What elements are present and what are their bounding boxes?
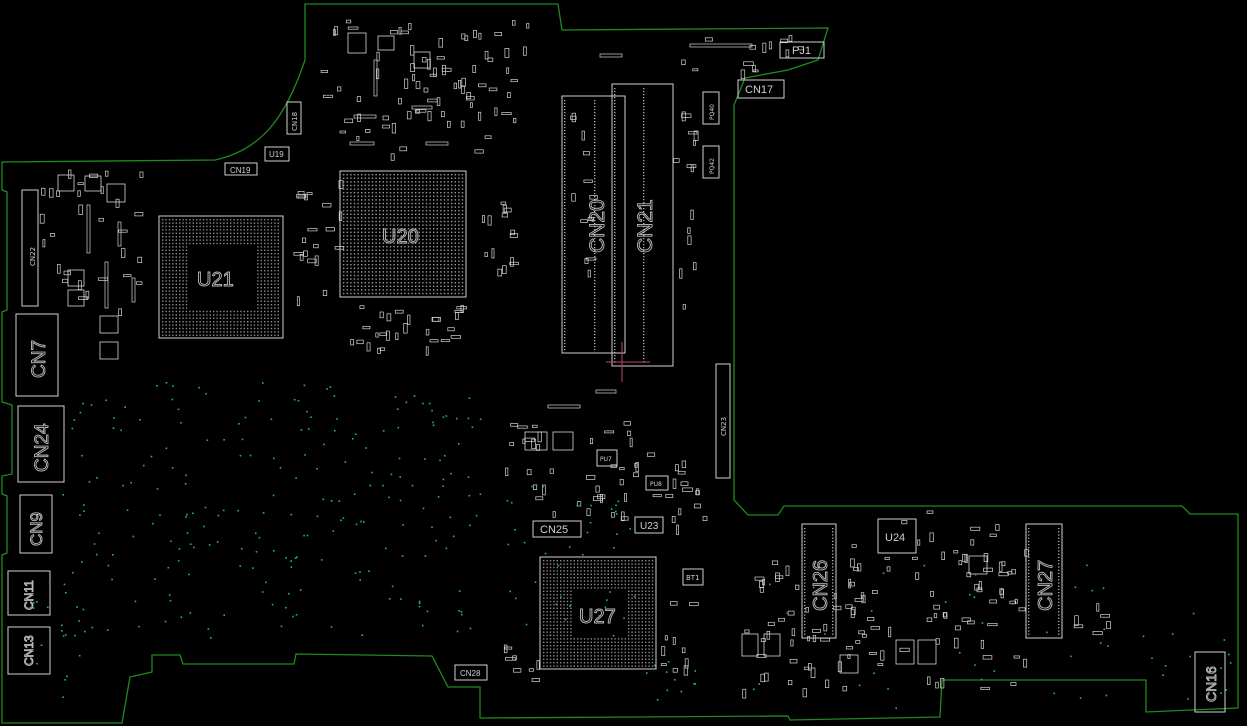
u27-bga-chip[interactable]: U27 bbox=[539, 556, 657, 670]
cn28-connector[interactable]: CN28 bbox=[454, 664, 488, 681]
pj1-label: PJ1 bbox=[792, 45, 811, 57]
cn26-connector[interactable]: CN26 bbox=[801, 523, 837, 639]
cn13-connector[interactable]: CN13 bbox=[7, 626, 51, 675]
cn11-label: CN11 bbox=[22, 580, 36, 610]
cn27-connector[interactable]: CN27 bbox=[1025, 523, 1063, 639]
cn7-connector[interactable]: CN7 bbox=[15, 313, 59, 397]
u23-chip[interactable]: U23 bbox=[634, 516, 664, 534]
bt1-label: BT1 bbox=[686, 574, 700, 582]
pu8-label: PU8 bbox=[650, 481, 662, 488]
u23-label: U23 bbox=[640, 521, 659, 532]
cn24-connector[interactable]: CN24 bbox=[17, 405, 65, 483]
bt1-battery[interactable]: BT1 bbox=[682, 568, 704, 586]
u27-label: U27 bbox=[579, 606, 616, 628]
cn23-connector[interactable]: CN23 bbox=[715, 363, 731, 479]
small-components bbox=[39, 19, 1111, 699]
u19-chip[interactable]: U19 bbox=[264, 146, 290, 162]
cn13-label: CN13 bbox=[22, 635, 36, 666]
cn16-connector[interactable]: CN16 bbox=[1194, 651, 1226, 713]
cn20-connector[interactable]: CN20 bbox=[561, 95, 626, 354]
cn19-label: CN19 bbox=[230, 166, 251, 175]
cn19-connector[interactable]: CN19 bbox=[224, 162, 258, 176]
cn26-label: CN26 bbox=[810, 560, 832, 611]
cn21-connector[interactable]: CN21 bbox=[611, 83, 674, 367]
u19-label: U19 bbox=[269, 150, 284, 159]
cn7-label: CN7 bbox=[29, 340, 50, 378]
cn23-label: CN23 bbox=[720, 417, 728, 436]
cn21-label: CN21 bbox=[634, 199, 657, 253]
cn22-connector[interactable]: CN22 bbox=[21, 189, 39, 307]
pq40-transistor[interactable]: PQ40 bbox=[702, 91, 720, 125]
cn25-connector[interactable]: CN25 bbox=[532, 520, 582, 538]
board-outline bbox=[1, 3, 1239, 724]
cn9-label: CN9 bbox=[27, 512, 46, 546]
pq42-label: PQ42 bbox=[709, 158, 716, 174]
cn11-connector[interactable]: CN11 bbox=[7, 570, 51, 616]
cn16-label: CN16 bbox=[1203, 666, 1219, 702]
pu8-regulator[interactable]: PU8 bbox=[645, 475, 669, 491]
u24-chip[interactable]: U24 bbox=[877, 518, 917, 554]
cn22-label: CN22 bbox=[29, 247, 37, 266]
cn28-label: CN28 bbox=[460, 669, 481, 678]
u24-label: U24 bbox=[885, 532, 905, 544]
u20-bga-chip[interactable]: U20 bbox=[339, 170, 467, 298]
cn9-connector[interactable]: CN9 bbox=[19, 494, 53, 554]
cn27-label: CN27 bbox=[1035, 560, 1057, 611]
u21-bga-chip[interactable]: U21 bbox=[158, 215, 284, 339]
u20-label: U20 bbox=[382, 226, 419, 248]
cn20-label: CN20 bbox=[586, 199, 609, 253]
cn17-connector[interactable]: CN17 bbox=[737, 79, 785, 99]
cn18-label: CN18 bbox=[291, 112, 299, 131]
pq42-transistor[interactable]: PQ42 bbox=[702, 145, 720, 179]
u21-label: U21 bbox=[197, 269, 234, 291]
pj1-connector[interactable]: PJ1 bbox=[779, 41, 825, 59]
cn18-connector[interactable]: CN18 bbox=[286, 101, 302, 135]
cn17-label: CN17 bbox=[745, 84, 773, 96]
pu7-regulator[interactable]: PU7 bbox=[596, 449, 618, 467]
vias bbox=[32, 382, 1232, 710]
cn25-label: CN25 bbox=[540, 524, 568, 536]
pu7-label: PU7 bbox=[600, 456, 612, 463]
cn24-label: CN24 bbox=[32, 423, 53, 472]
highlight-marker bbox=[606, 342, 650, 382]
pq40-label: PQ40 bbox=[709, 104, 716, 120]
